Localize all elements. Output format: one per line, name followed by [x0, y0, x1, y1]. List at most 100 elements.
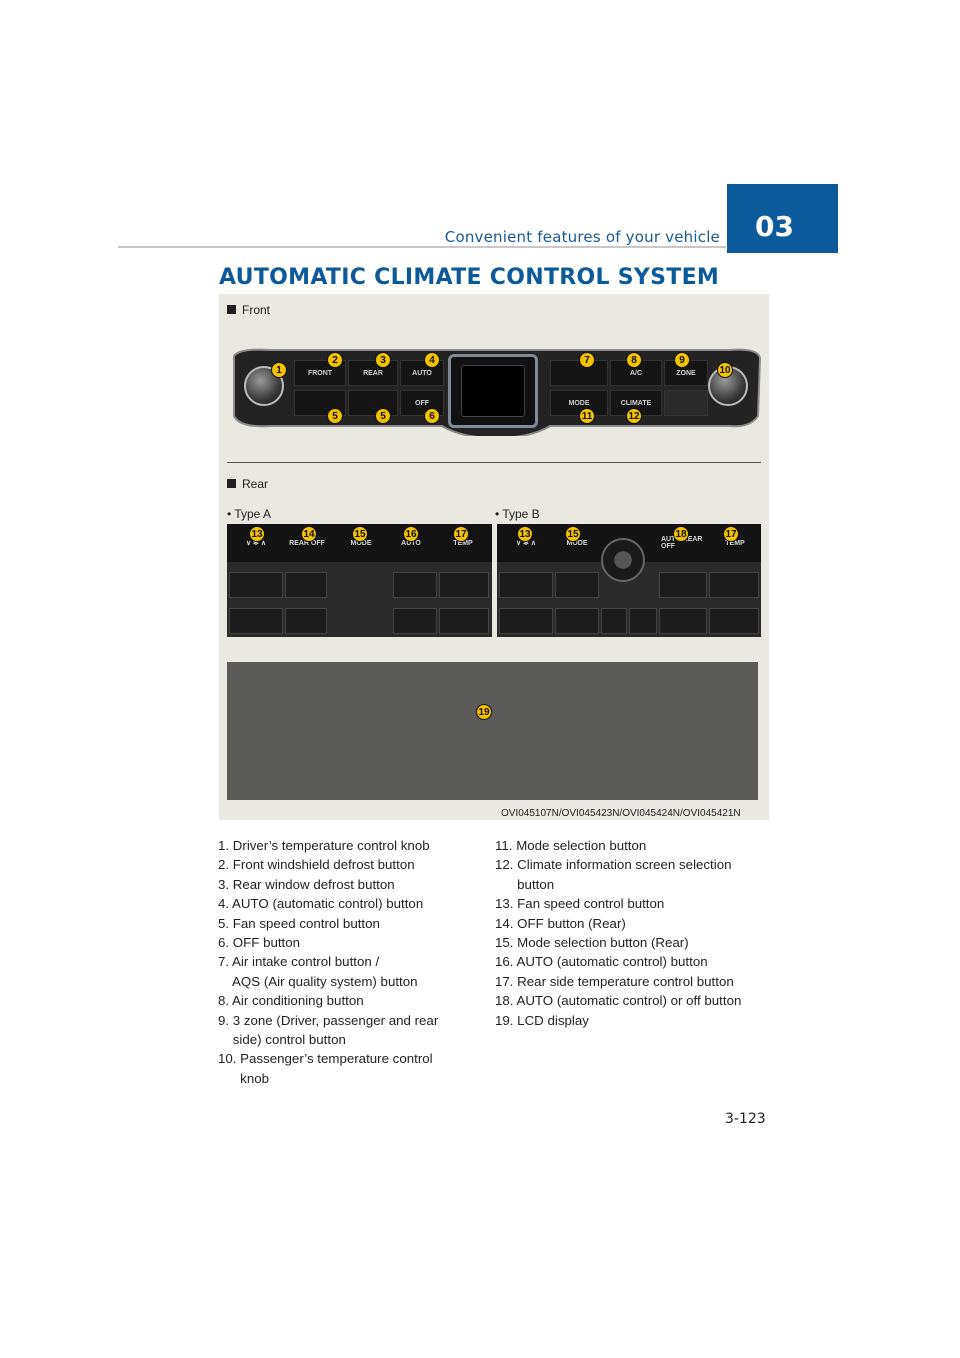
list-item: 14. OFF button (Rear) [495, 915, 626, 931]
list-item: button [495, 876, 555, 892]
marker-8: 8 [626, 352, 642, 368]
type-b-caption: • Type B [495, 507, 540, 521]
rear-b-cell [659, 572, 707, 598]
rear-caption: Rear [227, 477, 268, 491]
driver-temp-knob [244, 366, 284, 406]
page-number: 3-123 [725, 1111, 766, 1127]
rear-a-cell [285, 572, 327, 598]
rear-a-cell [393, 608, 437, 634]
rear-a-cell [285, 608, 327, 634]
list-item: 5. Fan speed control button [218, 915, 380, 931]
marker-13a: 13 [249, 526, 265, 542]
list-item: side) control button [218, 1032, 346, 1048]
marker-13b: 13 [517, 526, 533, 542]
marker-9: 9 [674, 352, 690, 368]
marker-12: 12 [626, 408, 642, 424]
marker-15b: 15 [565, 526, 581, 542]
rear-lcd-display: 19 [227, 662, 758, 800]
marker-16: 16 [403, 526, 419, 542]
list-item: 11. Mode selection button [495, 838, 647, 853]
marker-6: 6 [424, 408, 440, 424]
rear-a-cell [229, 608, 283, 634]
rear-a-cell [439, 608, 489, 634]
rear-b-cell [709, 608, 759, 634]
legend-list-right: 11. Mode selection button 12. Climate in… [495, 836, 741, 1030]
rear-b-dial [601, 538, 645, 582]
list-item: 6. OFF button [218, 935, 301, 951]
list-item: 9. 3 zone (Driver, passenger and rear [218, 1012, 439, 1028]
list-item: 17. Rear side temperature control button [495, 973, 734, 989]
header-rule [118, 246, 726, 248]
list-item: knob [218, 1070, 269, 1086]
marker-2: 2 [327, 352, 343, 368]
rear-b-cell [555, 572, 599, 598]
marker-3: 3 [375, 352, 391, 368]
section-title: AUTOMATIC CLIMATE CONTROL SYSTEM [219, 265, 720, 290]
list-item: 16. AUTO (automatic control) button [495, 954, 708, 970]
square-bullet-icon [227, 305, 236, 314]
rear-a-cell [439, 572, 489, 598]
off-button: OFF [400, 390, 444, 416]
running-header: Convenient features of your vehicle [444, 228, 720, 246]
list-item: 18. AUTO (automatic control) or off butt… [495, 993, 742, 1009]
list-item: 12. Climate information screen selection [495, 857, 732, 873]
chapter-number: 03 [727, 184, 838, 253]
list-item: 4. AUTO (automatic control) button [218, 896, 424, 912]
rear-b-fan-button: ∨ ✻ ∧ [515, 540, 536, 547]
rear-a-temp-button: TEMP [453, 539, 473, 547]
rear-a-fan-button: ∨ ✻ ∧ [245, 540, 266, 547]
rear-panel-type-b: ∨ ✻ ∧ MODE AUTO REAR OFF TEMP 13 15 18 1… [497, 524, 761, 637]
marker-5a: 5 [327, 408, 343, 424]
rear-b-cell [555, 608, 599, 634]
marker-19: 19 [476, 704, 492, 720]
rear-b-cell [629, 608, 657, 634]
rear-b-cell [601, 608, 627, 634]
rear-b-cell [659, 608, 707, 634]
marker-10: 10 [717, 362, 733, 378]
air-intake-button [550, 360, 608, 386]
rear-b-cell [709, 572, 759, 598]
rear-defrost-button: REAR [348, 360, 398, 386]
rear-b-mode-button: MODE [566, 539, 588, 547]
square-bullet-icon [227, 479, 236, 488]
marker-7: 7 [579, 352, 595, 368]
vent-grille [664, 390, 708, 416]
marker-17a: 17 [453, 526, 469, 542]
marker-4: 4 [424, 352, 440, 368]
rear-a-mode-button: MODE [350, 539, 372, 547]
marker-18: 18 [673, 526, 689, 542]
marker-11: 11 [579, 408, 595, 424]
rear-a-cell [229, 572, 283, 598]
rear-panel-type-a: ∨ ✻ ∧ REAR OFF MODE AUTO TEMP 13 14 15 1… [227, 524, 492, 637]
list-item: 15. Mode selection button (Rear) [495, 935, 689, 951]
marker-15a: 15 [352, 526, 368, 542]
rear-a-cell [393, 572, 437, 598]
fan-speed-up-button [348, 390, 398, 416]
rear-b-temp-button: TEMP [725, 539, 745, 547]
figure-divider [227, 462, 761, 463]
rear-b-cell [499, 572, 553, 598]
figure-code: OVI045107N/OVI045423N/OVI045424N/OVI0454… [501, 808, 741, 819]
figure-panel: Front FRONT REAR AUTO OFF A/C ZONE MODE … [219, 294, 769, 820]
marker-17b: 17 [723, 526, 739, 542]
front-caption: Front [227, 303, 270, 317]
list-item: 19. LCD display [495, 1012, 589, 1028]
front-control-panel: FRONT REAR AUTO OFF A/C ZONE MODE CLIMAT… [230, 346, 762, 436]
type-a-caption: • Type A [227, 507, 272, 521]
list-item: 13. Fan speed control button [495, 896, 665, 912]
analog-clock [448, 354, 538, 428]
list-item: 1. Driver’s temperature control knob [218, 838, 430, 853]
list-item: 7. Air intake control button / [218, 954, 380, 970]
rear-a-auto-button: AUTO [401, 539, 421, 547]
marker-14: 14 [301, 526, 317, 542]
list-item: AQS (Air quality system) button [218, 973, 418, 989]
list-item: 3. Rear window defrost button [218, 876, 395, 892]
legend-list-left: 1. Driver’s temperature control knob 2. … [218, 836, 438, 1088]
marker-5b: 5 [375, 408, 391, 424]
list-item: 8. Air conditioning button [218, 993, 364, 1009]
clock-face [461, 365, 525, 417]
rear-b-cell [499, 608, 553, 634]
list-item: 2. Front windshield defrost button [218, 857, 415, 873]
marker-1: 1 [271, 362, 287, 378]
rear-a-off-button: REAR OFF [289, 539, 325, 547]
